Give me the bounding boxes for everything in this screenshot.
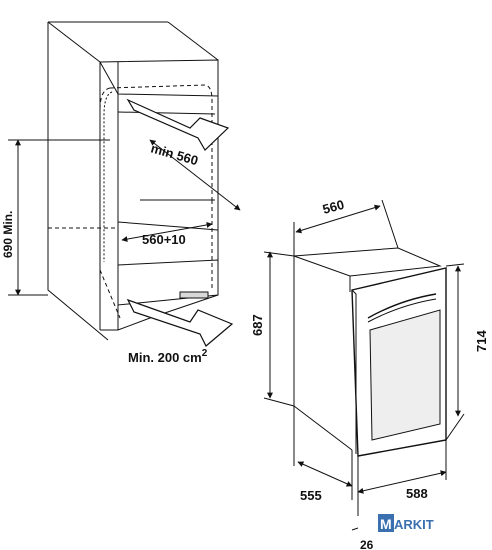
label-door-width: 588 [406,486,428,501]
brand-logo-text: ARKIT [394,517,434,532]
brand-logo: M ARKIT [378,514,434,532]
label-vent-area: Min. 200 cm2 [128,348,208,365]
airflow-arrow-top [126,98,230,151]
label-appliance-width-top: 560 [321,197,346,217]
label-door-offset: 26 [360,538,374,550]
airflow-arrow-bottom [126,298,234,347]
dimension-appliance-depth [293,406,353,500]
label-depth-min: min 560 [149,140,200,168]
appliance-body [293,247,447,457]
dimension-overall-height [445,263,465,441]
dimension-height-min [8,139,110,296]
label-appliance-height: 687 [250,314,265,336]
label-appliance-depth: 555 [300,488,322,503]
label-overall-height: 714 [474,330,489,352]
dimension-appliance-height [263,251,295,407]
dimension-depth-min [149,139,241,211]
door-glass [369,309,441,441]
svg-text:M: M [380,516,392,532]
cabinet-niche [47,21,219,341]
dimension-door-offset [351,527,359,531]
label-width-niche: 560+10 [142,232,186,247]
dimension-appliance-width-top [293,199,399,256]
dimension-door-width [357,440,447,516]
label-height-min: 690 Min. [1,211,15,258]
dimension-width-niche [121,221,213,243]
